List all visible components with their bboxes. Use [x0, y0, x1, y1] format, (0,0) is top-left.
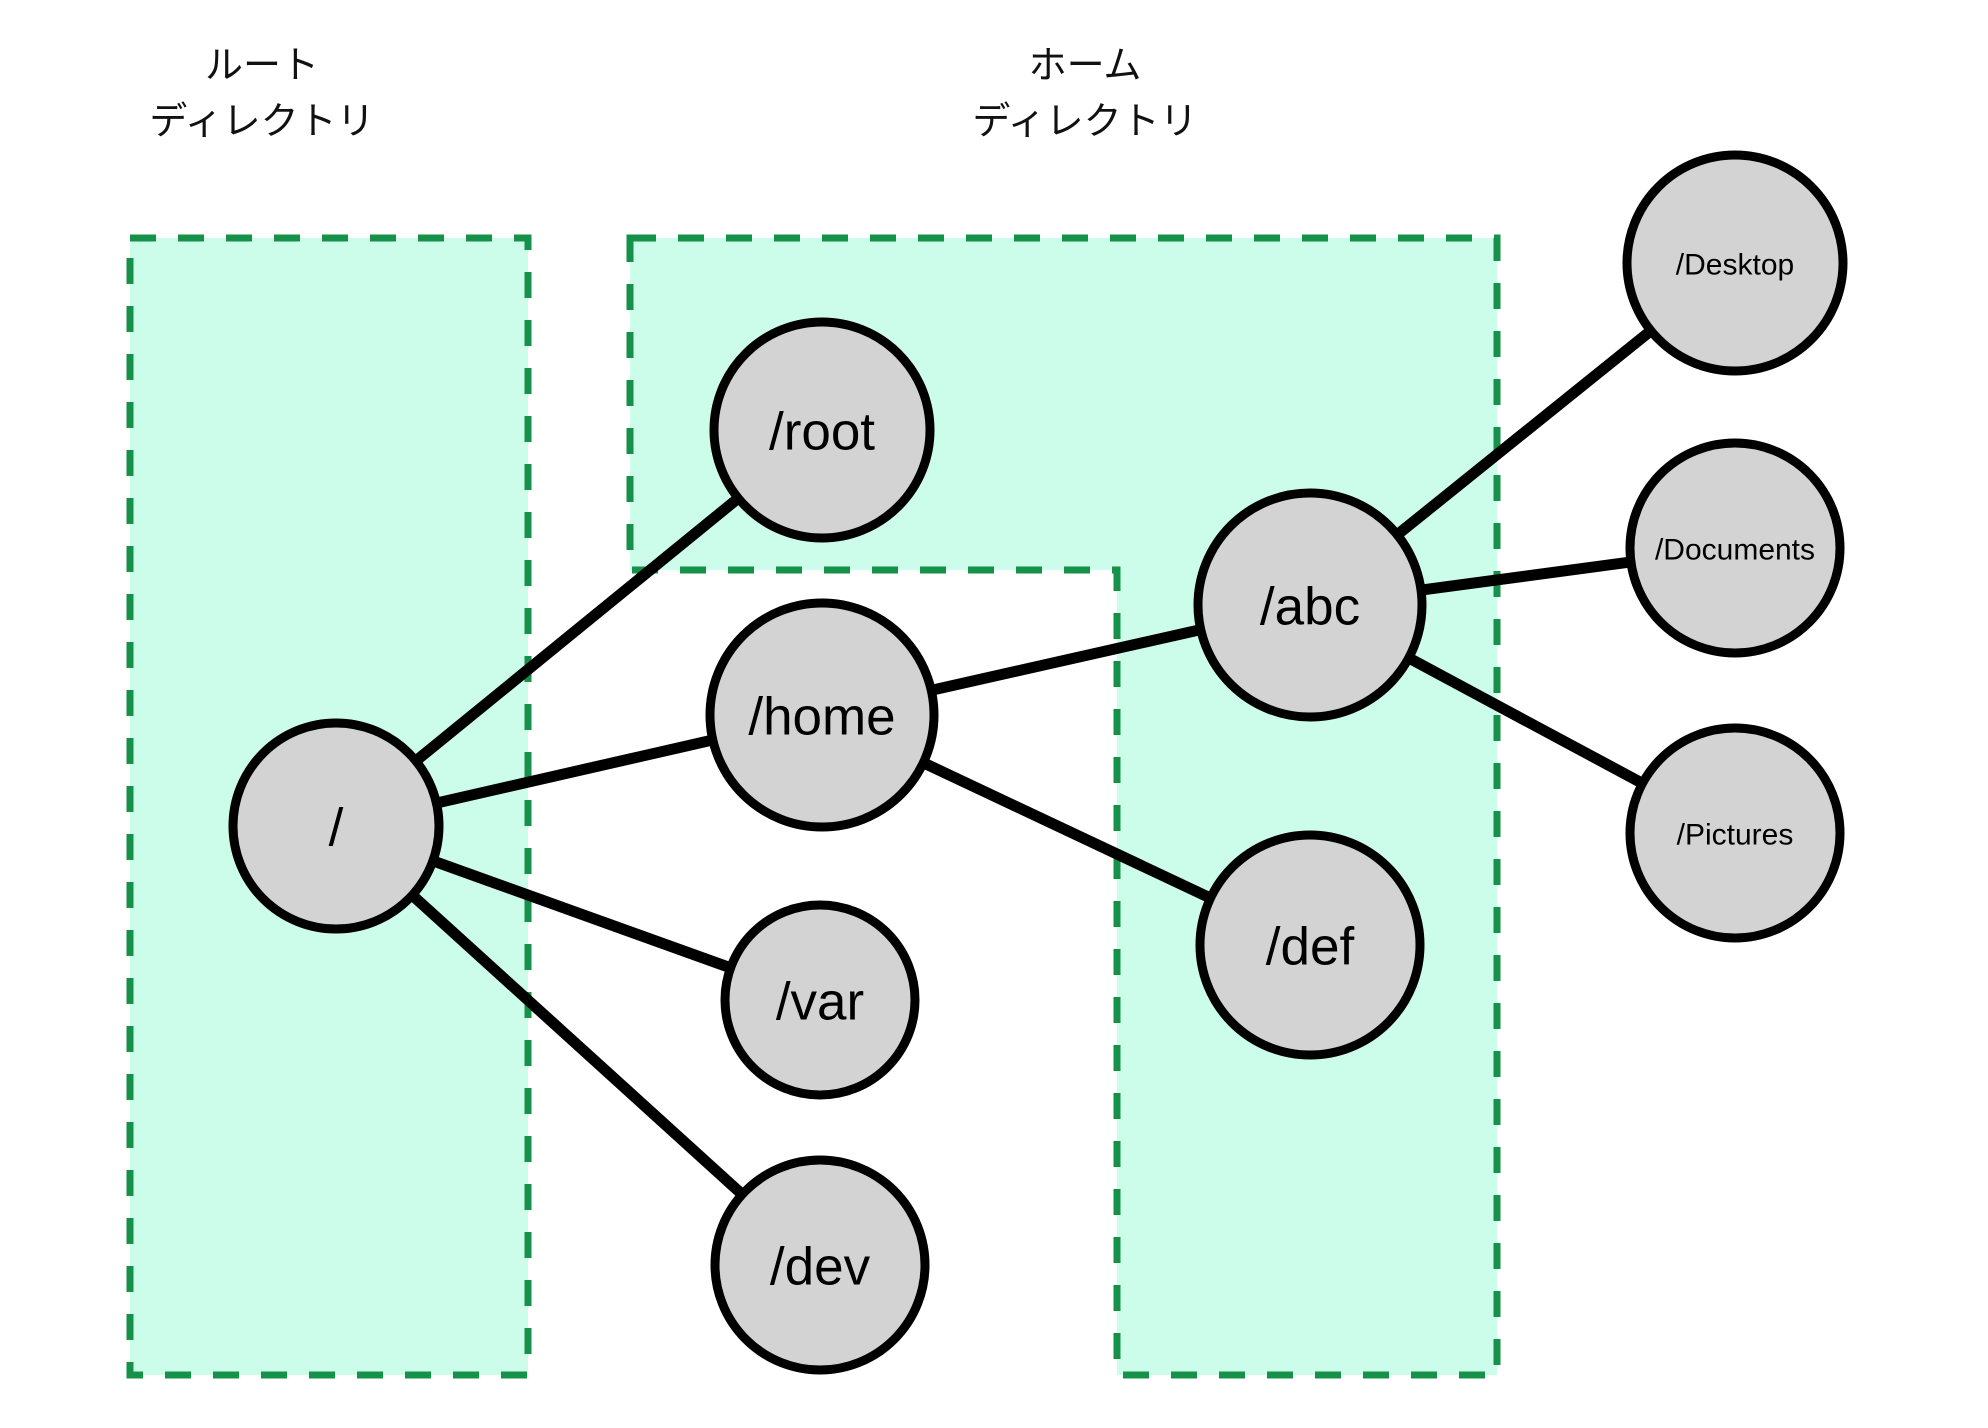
node-home-label: /home [748, 688, 895, 747]
nodes-layer: / /root /home /var /dev /abc [228, 150, 1848, 1375]
node-def[interactable]: /def [1195, 830, 1425, 1060]
node-var[interactable]: /var [720, 900, 920, 1100]
node-pictures[interactable]: /Pictures [1625, 723, 1845, 943]
node-abc-circle[interactable] [1193, 488, 1427, 722]
node-home[interactable]: /home [705, 598, 939, 832]
node-var-label: /var [776, 973, 864, 1032]
node-abc-label: /abc [1260, 578, 1360, 637]
node-dev-circle[interactable] [710, 1155, 930, 1375]
home-directory-zone-label-line2: ディレクトリ [972, 101, 1197, 143]
home-directory-zone-label-line1: ホーム [1029, 45, 1142, 87]
node-home-circle[interactable] [705, 598, 939, 832]
node-pictures-circle[interactable] [1625, 723, 1845, 943]
node-root-circle[interactable] [228, 718, 444, 934]
node-desktop[interactable]: /Desktop [1622, 150, 1848, 376]
zone-labels-layer: ルート ディレクトリ ホーム ディレクトリ [149, 45, 1197, 143]
node-var-circle[interactable] [720, 900, 920, 1100]
node-desktop-label: /Desktop [1676, 249, 1794, 282]
root-directory-zone-label-line2: ディレクトリ [149, 101, 374, 143]
node-documents-label: /Documents [1655, 534, 1815, 567]
node-documents-circle[interactable] [1625, 438, 1845, 658]
node-abc[interactable]: /abc [1193, 488, 1427, 722]
node-pictures-label: /Pictures [1677, 819, 1794, 852]
node-root-dir-label: /root [769, 403, 875, 462]
root-directory-zone-label-line1: ルート [205, 45, 319, 87]
node-dev-label: /dev [770, 1238, 871, 1297]
node-root-dir[interactable]: /root [709, 317, 935, 543]
node-dev[interactable]: /dev [710, 1155, 930, 1375]
node-def-circle[interactable] [1195, 830, 1425, 1060]
node-def-label: /def [1266, 918, 1355, 977]
node-root[interactable]: / [228, 718, 444, 934]
node-root-label: / [329, 799, 344, 858]
node-documents[interactable]: /Documents [1625, 438, 1845, 658]
node-desktop-circle[interactable] [1622, 150, 1848, 376]
node-root-dir-circle[interactable] [709, 317, 935, 543]
